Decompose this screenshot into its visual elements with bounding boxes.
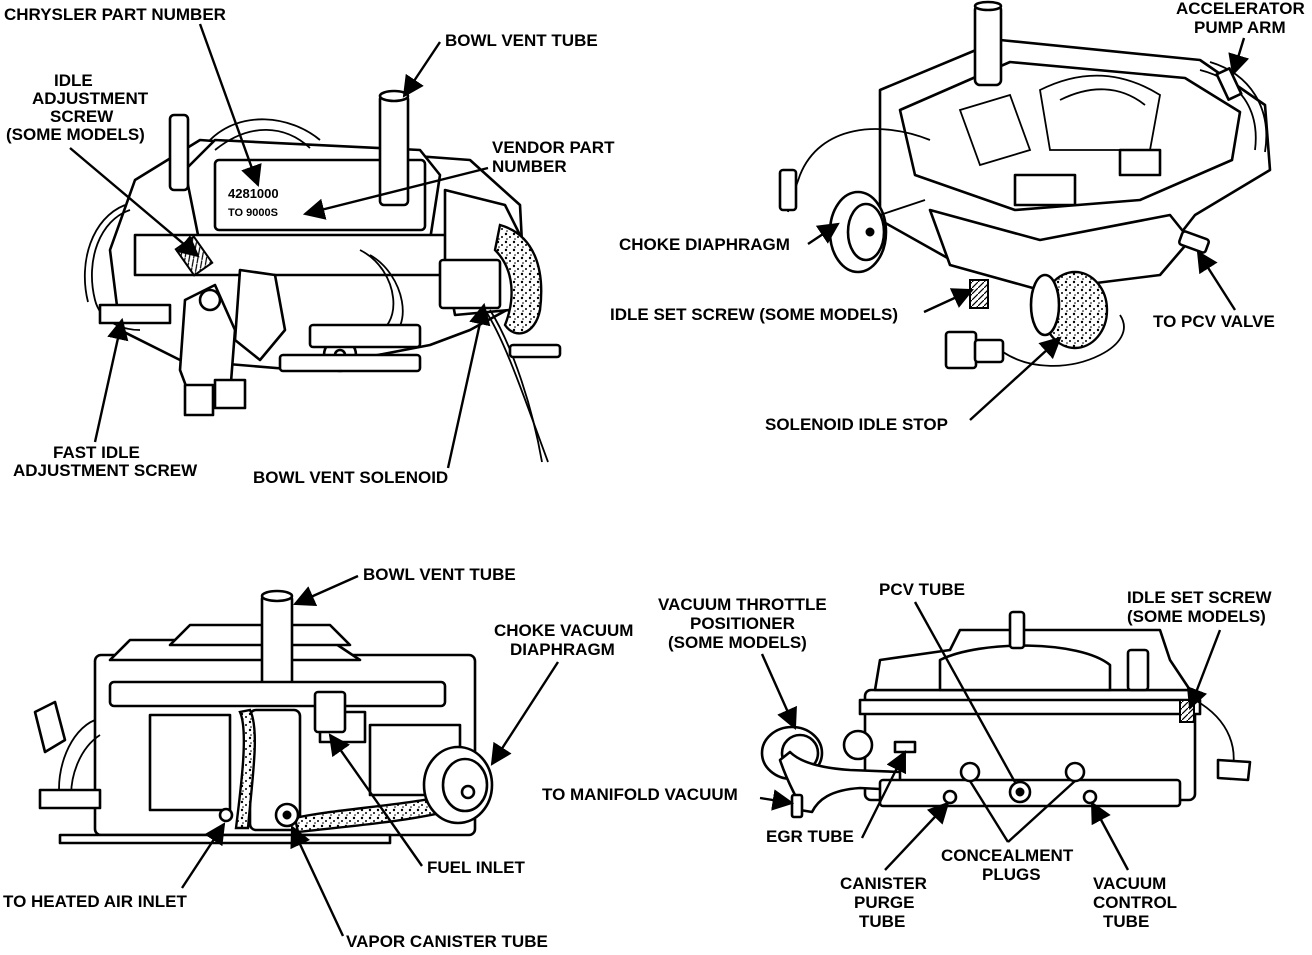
leader-to-pcv-valve: [1196, 250, 1237, 311]
label-choke-diaphragm: CHOKE DIAPHRAGM: [619, 235, 790, 254]
leader-idle-set-screw-2: [1186, 629, 1222, 711]
leader-fast-idle-adjustment-screw: [93, 317, 129, 443]
view-3-carburetor: [33, 589, 494, 845]
label-bowl-vent-tube-2: BOWL VENT TUBE: [363, 565, 516, 584]
svg-text:(SOME MODELS): (SOME MODELS): [6, 125, 145, 144]
leader-bowl-vent-solenoid: [446, 302, 491, 469]
svg-text:VENDOR PART: VENDOR PART: [492, 138, 615, 157]
svg-text:NUMBER: NUMBER: [492, 157, 567, 176]
view-2-callouts: ACCELERATOR PUMP ARM CHOKE DIAPHRAGM IDL…: [610, 0, 1305, 434]
leader-vacuum-throttle-positioner: [760, 653, 797, 730]
leader-idle-adjustment-screw: [69, 147, 200, 258]
leader-choke-diaphragm: [807, 222, 840, 245]
label-fast-idle-adjustment-screw: FAST IDLE ADJUSTMENT SCREW: [13, 443, 198, 480]
leader-concealment-plugs-right: [1007, 780, 1076, 843]
label-fuel-inlet: FUEL INLET: [427, 858, 526, 877]
svg-text:PURGE: PURGE: [854, 893, 914, 912]
svg-text:CANISTER: CANISTER: [840, 874, 927, 893]
svg-text:ADJUSTMENT: ADJUSTMENT: [32, 89, 149, 108]
label-solenoid-idle-stop: SOLENOID IDLE STOP: [765, 415, 948, 434]
leader-vacuum-control-tube: [1090, 801, 1130, 871]
svg-text:VACUUM THROTTLE: VACUUM THROTTLE: [658, 595, 827, 614]
leader-to-manifold-vacuum: [759, 789, 795, 811]
leader-solenoid-idle-stop: [969, 336, 1062, 421]
label-idle-adjustment-screw: IDLE ADJUSTMENT SCREW (SOME MODELS): [6, 71, 149, 144]
label-chrysler-part-number: CHRYSLER PART NUMBER: [4, 5, 226, 24]
leader-egr-tube: [860, 750, 907, 839]
svg-text:CONTROL: CONTROL: [1093, 893, 1177, 912]
label-choke-vacuum-diaphragm: CHOKE VACUUM DIAPHRAGM: [494, 621, 633, 659]
leader-chrysler-part-number: [198, 23, 262, 188]
label-vendor-part-number: VENDOR PART NUMBER: [492, 138, 615, 176]
leader-bowl-vent-tube-2: [293, 574, 359, 606]
view-4-callouts: VACUUM THROTTLE POSITIONER (SOME MODELS)…: [542, 580, 1272, 931]
label-bowl-vent-tube: BOWL VENT TUBE: [445, 31, 598, 50]
svg-text:TUBE: TUBE: [1103, 912, 1149, 931]
leader-vendor-part-number: [302, 166, 489, 220]
leader-pcv-tube: [913, 601, 1018, 785]
svg-text:(SOME MODELS): (SOME MODELS): [668, 633, 807, 652]
label-idle-set-screw: IDLE SET SCREW (SOME MODELS): [610, 305, 898, 324]
svg-text:PLUGS: PLUGS: [982, 865, 1041, 884]
leader-idle-set-screw: [923, 288, 974, 314]
svg-text:CONCEALMENT: CONCEALMENT: [941, 846, 1074, 865]
label-concealment-plugs: CONCEALMENT PLUGS: [941, 846, 1074, 884]
leader-fuel-inlet: [328, 733, 423, 867]
vendor-part-stamp: TO 9000S: [228, 207, 278, 219]
label-vapor-canister-tube: VAPOR CANISTER TUBE: [346, 932, 548, 950]
label-to-pcv-valve: TO PCV VALVE: [1153, 312, 1275, 331]
svg-text:PUMP ARM: PUMP ARM: [1194, 18, 1286, 37]
view-1-carburetor: 4281000 TO 9000S: [84, 89, 562, 463]
svg-text:VACUUM: VACUUM: [1093, 874, 1166, 893]
label-to-heated-air-inlet: TO HEATED AIR INLET: [3, 892, 187, 911]
svg-text:CHOKE VACUUM: CHOKE VACUUM: [494, 621, 633, 640]
svg-text:IDLE: IDLE: [54, 71, 93, 90]
svg-text:POSITIONER: POSITIONER: [690, 614, 795, 633]
label-egr-tube: EGR TUBE: [766, 827, 854, 846]
svg-text:DIAPHRAGM: DIAPHRAGM: [510, 640, 615, 659]
view-3-callouts: BOWL VENT TUBE CHOKE VACUUM DIAPHRAGM FU…: [3, 565, 633, 951]
label-idle-set-screw-2: IDLE SET SCREW (SOME MODELS): [1127, 588, 1272, 626]
leader-accelerator-pump-arm: [1228, 37, 1250, 77]
leader-to-heated-air-inlet: [180, 822, 226, 889]
svg-text:TUBE: TUBE: [859, 912, 905, 931]
chrysler-part-stamp: 4281000: [228, 186, 279, 201]
leader-concealment-plugs-left: [968, 780, 1010, 843]
label-vacuum-control-tube: VACUUM CONTROL TUBE: [1093, 874, 1177, 931]
leader-bowl-vent-tube: [402, 41, 441, 98]
svg-text:(SOME MODELS): (SOME MODELS): [1127, 607, 1266, 626]
svg-text:ACCELERATOR: ACCELERATOR: [1176, 0, 1305, 18]
label-vacuum-throttle-positioner: VACUUM THROTTLE POSITIONER (SOME MODELS): [658, 595, 827, 652]
label-to-manifold-vacuum: TO MANIFOLD VACUUM: [542, 785, 738, 804]
view-1-callouts: CHRYSLER PART NUMBER BOWL VENT TUBE IDLE…: [4, 5, 615, 487]
label-canister-purge-tube: CANISTER PURGE TUBE: [840, 874, 927, 931]
svg-text:SCREW: SCREW: [50, 107, 114, 126]
svg-text:FAST IDLE: FAST IDLE: [53, 443, 140, 462]
label-accelerator-pump-arm: ACCELERATOR PUMP ARM: [1176, 0, 1305, 37]
leader-choke-vacuum-diaphragm: [490, 661, 560, 766]
leader-canister-purge-tube: [884, 801, 950, 871]
label-bowl-vent-solenoid: BOWL VENT SOLENOID: [253, 468, 448, 487]
leader-vapor-canister-tube: [290, 825, 345, 937]
svg-text:IDLE SET SCREW: IDLE SET SCREW: [1127, 588, 1272, 607]
view-2-carburetor: [778, 0, 1272, 370]
view-4-carburetor: [760, 610, 1252, 819]
svg-text:ADJUSTMENT SCREW: ADJUSTMENT SCREW: [13, 461, 198, 480]
label-pcv-tube: PCV TUBE: [879, 580, 965, 599]
